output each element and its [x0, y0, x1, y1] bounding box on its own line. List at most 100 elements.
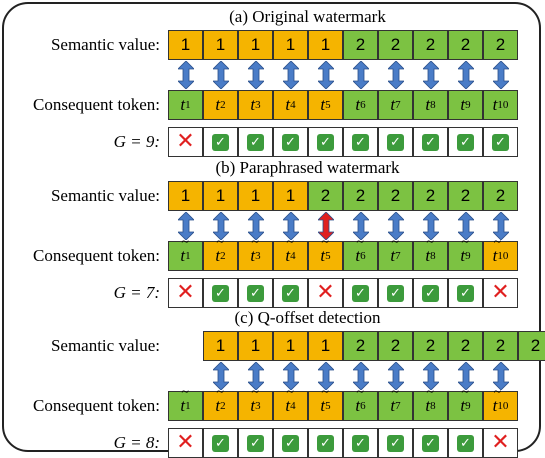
detection-cell: ✕ — [308, 278, 343, 308]
token-cell: t3 — [238, 385, 273, 421]
detection-cell: ✓ — [448, 127, 483, 157]
detection-cell: ✕ — [483, 428, 518, 458]
semantic-value-cell: 2 — [413, 30, 448, 60]
check-icon: ✓ — [422, 434, 439, 452]
semantic-value-cell: 1 — [308, 30, 343, 60]
detection-cell: ✓ — [273, 127, 308, 157]
check-icon: ✓ — [282, 284, 299, 302]
double-arrow-icon — [212, 362, 229, 390]
token-cell: t4 — [273, 235, 308, 271]
token-letter: t — [180, 235, 188, 266]
token-index: 1 — [185, 99, 191, 111]
detection-cell: ✓ — [343, 278, 378, 308]
double-arrow-icon — [422, 61, 439, 89]
token-cell: t9 — [448, 235, 483, 271]
double-arrow-icon — [247, 61, 264, 89]
token-index: 7 — [395, 99, 401, 111]
token-letter: t — [493, 235, 501, 266]
token-cell: t1 — [168, 385, 203, 421]
detection-cell: ✓ — [203, 127, 238, 157]
red-mismatch-arrow-icon — [317, 212, 334, 240]
double-arrow-icon — [247, 212, 264, 240]
token-index: 9 — [465, 99, 471, 111]
check-icon: ✓ — [387, 133, 404, 151]
token-index: 5 — [325, 400, 331, 412]
token-letter: t — [355, 235, 363, 266]
detection-cell: ✓ — [203, 278, 238, 308]
check-icon: ✓ — [212, 284, 229, 302]
token-cell: t6 — [343, 235, 378, 271]
check-icon: ✓ — [457, 434, 474, 452]
token-cell: t5 — [308, 235, 343, 271]
semantic-value-cell: 2 — [343, 30, 378, 60]
token-index: 4 — [290, 400, 296, 412]
detection-cell: ✓ — [448, 428, 483, 458]
token-letter: t — [390, 235, 398, 266]
detection-cell: ✓ — [273, 428, 308, 458]
semantic-value-cell: 2 — [448, 331, 483, 361]
consequent-token-label: Consequent token: — [32, 246, 160, 265]
check-icon: ✓ — [387, 284, 404, 302]
check-icon: ✓ — [457, 284, 474, 302]
token-letter: t — [320, 385, 328, 416]
token-index: 8 — [430, 99, 436, 111]
token-cell: t1 — [168, 235, 203, 271]
detection-cell: ✓ — [238, 428, 273, 458]
token-letter: t — [250, 235, 258, 266]
semantic-value-cell: 2 — [483, 30, 518, 60]
token-index: 2 — [220, 250, 226, 262]
semantic-value-cell: 2 — [308, 181, 343, 211]
token-letter: t — [285, 95, 291, 114]
check-icon: ✓ — [352, 434, 369, 452]
consequent-token-label: Consequent token: — [32, 396, 160, 415]
double-arrow-icon — [352, 212, 369, 240]
double-arrow-icon — [247, 362, 264, 390]
check-icon: ✓ — [247, 133, 264, 151]
double-arrow-icon — [422, 362, 439, 390]
semantic-value-label: Semantic value: — [50, 186, 160, 205]
token-letter: t — [180, 95, 186, 114]
token-letter: t — [285, 235, 293, 266]
semantic-value-cell: 2 — [378, 30, 413, 60]
check-icon: ✓ — [457, 133, 474, 151]
semantic-value-cell: 1 — [238, 30, 273, 60]
double-arrow-icon — [352, 61, 369, 89]
detection-cell: ✕ — [168, 278, 203, 308]
detection-cell: ✓ — [238, 278, 273, 308]
token-cell: t5 — [308, 385, 343, 421]
detection-cell: ✓ — [448, 278, 483, 308]
cross-icon: ✕ — [491, 280, 510, 305]
semantic-value-cell: 2 — [343, 331, 378, 361]
cross-icon: ✕ — [491, 430, 510, 455]
check-icon: ✓ — [317, 133, 334, 151]
token-cell: t3 — [238, 235, 273, 271]
token-letter: t — [460, 385, 468, 416]
token-index: 6 — [360, 99, 366, 111]
semantic-value-cell: 1 — [203, 331, 238, 361]
token-letter: t — [355, 95, 361, 114]
token-index: 2 — [220, 400, 226, 412]
g-score-label: G = 8: — [113, 433, 160, 452]
double-arrow-icon — [492, 362, 509, 390]
token-index: 2 — [220, 99, 226, 111]
token-index: 3 — [255, 250, 261, 262]
semantic-value-cell: 2 — [378, 181, 413, 211]
token-letter: t — [460, 95, 466, 114]
token-letter: t — [250, 95, 256, 114]
double-arrow-icon — [422, 212, 439, 240]
semantic-value-cell: 1 — [273, 181, 308, 211]
semantic-value-cell: 2 — [483, 331, 518, 361]
semantic-value-cell: 2 — [413, 181, 448, 211]
semantic-value-cell: 2 — [413, 331, 448, 361]
detection-cell: ✕ — [483, 278, 518, 308]
token-cell: t2 — [203, 235, 238, 271]
token-index: 6 — [360, 250, 366, 262]
semantic-value-cell: 1 — [273, 30, 308, 60]
check-icon: ✓ — [212, 133, 229, 151]
